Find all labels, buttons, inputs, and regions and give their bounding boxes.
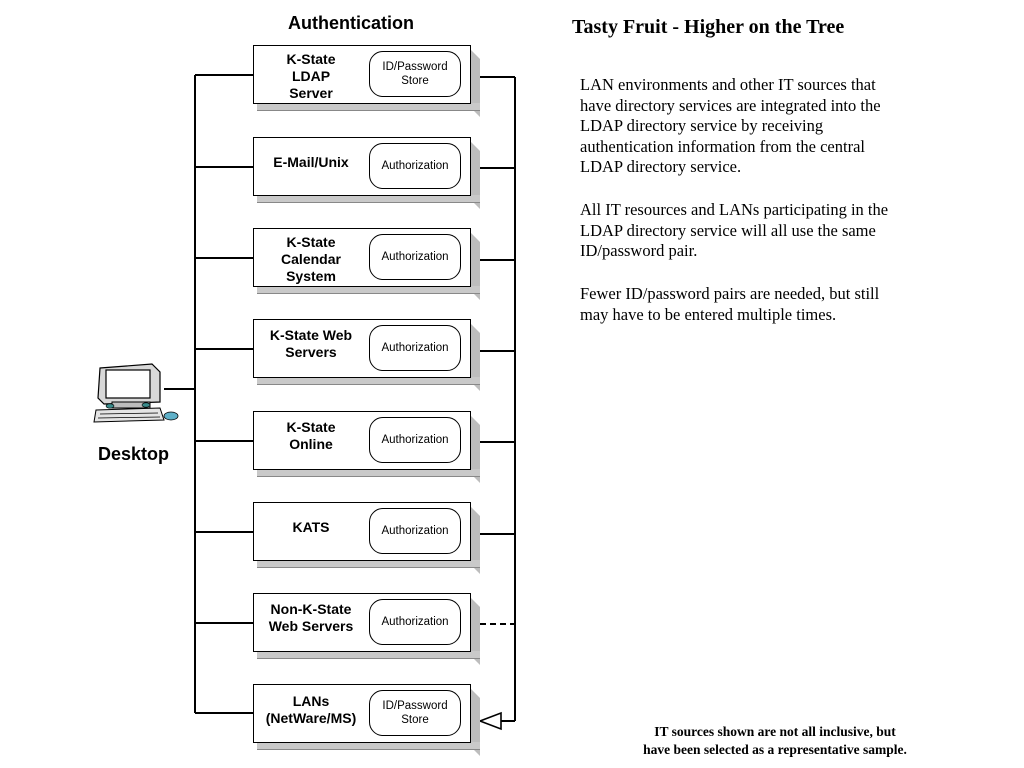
system-name: LANs (NetWare/MS) (265, 693, 357, 726)
panel-footnote: IT sources shown are not all inclusive, … (643, 724, 907, 757)
system-box-k-state-online: K-State Online Authorization (253, 411, 480, 483)
system-name: K-State Calendar System (281, 234, 341, 284)
system-box-lans: LANs (NetWare/MS) ID/Password Store (253, 684, 480, 756)
system-box-non-k-state-web-servers: Non-K-State Web Servers Authorization (253, 593, 480, 665)
system-name: K-State LDAP Server (286, 51, 336, 101)
diagram-title: Authentication (288, 13, 414, 33)
system-component: Authorization (369, 234, 461, 280)
system-box-kats: KATS Authorization (253, 502, 480, 574)
panel-paragraph: LAN environments and other IT sources th… (580, 75, 881, 176)
left-connector-bus (164, 74, 253, 714)
system-component: ID/Password Store (369, 51, 461, 97)
system-name: Non-K-State Web Servers (268, 601, 354, 634)
system-box-calendar-system: K-State Calendar System Authorization (253, 228, 480, 300)
desktop-computer-icon (93, 363, 179, 423)
system-name: KATS (292, 519, 330, 535)
system-component: Authorization (369, 325, 461, 371)
system-component: Authorization (369, 599, 461, 645)
system-name: K-State Online (286, 419, 336, 452)
right-connector-bus (480, 76, 516, 722)
panel-paragraph: Fewer ID/password pairs are needed, but … (580, 284, 880, 324)
system-name: K-State Web Servers (269, 327, 353, 360)
system-component: Authorization (369, 143, 461, 189)
panel-paragraph: All IT resources and LANs participating … (580, 200, 889, 260)
arrowhead-icon (477, 711, 502, 731)
desktop-label: Desktop (98, 444, 170, 464)
system-component: ID/Password Store (369, 690, 461, 736)
system-component: Authorization (369, 508, 461, 554)
system-name: E-Mail/Unix (273, 154, 349, 170)
system-component: Authorization (369, 417, 461, 463)
panel-title: Tasty Fruit - Higher on the Tree (572, 16, 845, 38)
system-box-email-unix: E-Mail/Unix Authorization (253, 137, 480, 209)
system-box-web-servers: K-State Web Servers Authorization (253, 319, 480, 391)
system-box-ldap-server: K-State LDAP Server ID/Password Store (253, 45, 480, 117)
